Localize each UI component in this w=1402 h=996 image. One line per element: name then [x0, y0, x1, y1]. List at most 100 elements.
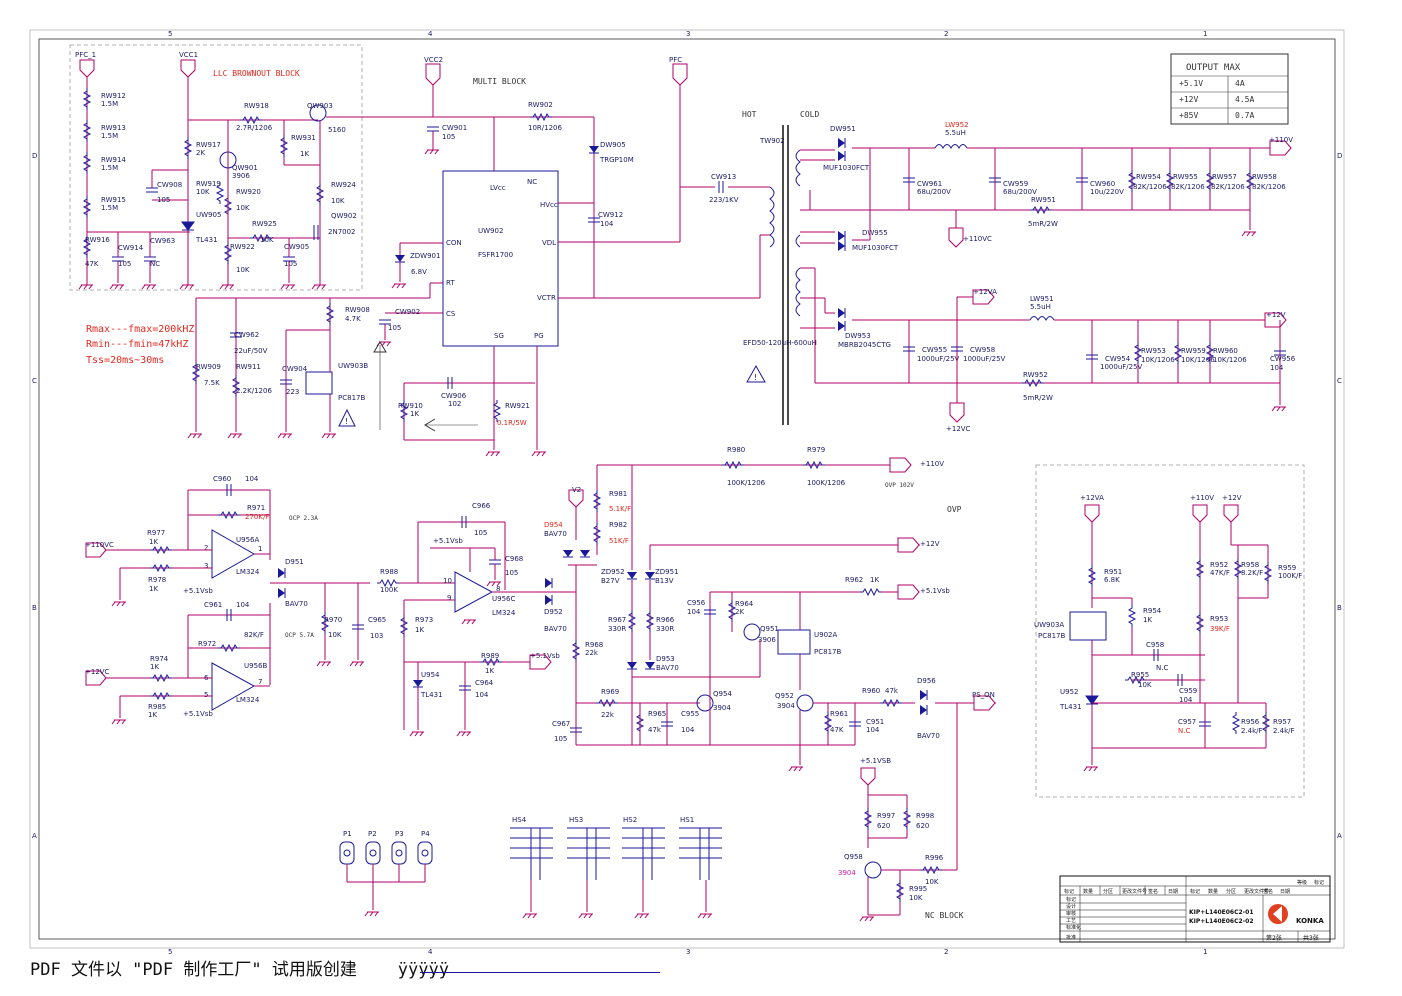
svg-text:ZDW901: ZDW901: [410, 252, 440, 260]
svg-text:100K/1206: 100K/1206: [807, 479, 846, 487]
svg-text:+12V: +12V: [1266, 311, 1286, 319]
svg-text:CW958: CW958: [970, 346, 995, 354]
svg-text:RW914: RW914: [101, 156, 126, 164]
svg-text:LM324: LM324: [492, 609, 516, 617]
svg-text:3906: 3906: [232, 172, 250, 180]
svg-text:OCP 2.3A: OCP 2.3A: [289, 515, 318, 522]
svg-text:CON: CON: [446, 239, 462, 247]
svg-text:+5.1Vsb: +5.1Vsb: [433, 537, 463, 545]
svg-text:104: 104: [245, 475, 259, 483]
svg-text:VDL: VDL: [542, 239, 556, 247]
svg-text:10K: 10K: [260, 236, 274, 244]
svg-text:ZD952: ZD952: [601, 568, 625, 576]
svg-text:KIP+L140E06C2-01: KIP+L140E06C2-01: [1189, 909, 1254, 916]
svg-text:2.4k/F: 2.4k/F: [1241, 727, 1263, 735]
svg-text:CW963: CW963: [150, 237, 175, 245]
svg-text:+5.1Vsb: +5.1Vsb: [183, 710, 213, 718]
svg-text:D956: D956: [917, 677, 936, 685]
svg-text:R989: R989: [481, 652, 499, 660]
svg-text:R981: R981: [609, 490, 627, 498]
svg-text:U902A: U902A: [814, 631, 837, 639]
svg-text:Q951: Q951: [760, 625, 779, 633]
svg-text:更改文件号: 更改文件号: [1244, 888, 1269, 895]
uw902-ic: [442, 170, 559, 347]
svg-text:BAV70: BAV70: [656, 664, 679, 672]
svg-text:PS_ON: PS_ON: [972, 691, 995, 699]
svg-text:+5.1VSB: +5.1VSB: [860, 757, 891, 765]
svg-text:TRGP10M: TRGP10M: [599, 156, 634, 164]
svg-text:等级: 等级: [1297, 879, 1307, 886]
svg-text:82K/1206: 82K/1206: [1252, 183, 1286, 191]
svg-text:RW924: RW924: [331, 181, 356, 189]
svg-text:B: B: [1337, 604, 1342, 612]
svg-text:22k: 22k: [601, 711, 615, 719]
svg-text:R961: R961: [830, 710, 848, 718]
svg-text:CW914: CW914: [118, 244, 144, 252]
svg-text:LW952: LW952: [945, 121, 969, 129]
svg-text:RW959: RW959: [1181, 347, 1206, 355]
svg-text:4A: 4A: [1235, 79, 1245, 88]
svg-text:RW954: RW954: [1136, 173, 1161, 181]
svg-text:CS: CS: [446, 310, 456, 318]
svg-text:1K: 1K: [870, 576, 879, 584]
svg-text:2K: 2K: [196, 149, 205, 157]
svg-text:R969: R969: [601, 688, 619, 696]
svg-text:5mR/2W: 5mR/2W: [1023, 394, 1053, 402]
svg-text:A: A: [32, 832, 37, 840]
svg-text:R966: R966: [656, 616, 675, 624]
svg-text:MBRB2045CTG: MBRB2045CTG: [838, 341, 891, 349]
svg-text:+85V: +85V: [1179, 111, 1198, 120]
svg-text:PFC_1: PFC_1: [75, 51, 96, 59]
svg-text:R955: R955: [1131, 671, 1149, 679]
svg-text:U956A: U956A: [236, 536, 259, 544]
svg-text:105: 105: [474, 529, 487, 537]
svg-text:R951: R951: [1104, 568, 1122, 576]
svg-text:RW908: RW908: [345, 306, 370, 314]
svg-text:+12VA: +12VA: [1080, 494, 1104, 502]
svg-text:UW903A: UW903A: [1034, 621, 1064, 629]
svg-text:B13V: B13V: [655, 577, 674, 585]
svg-text:1K: 1K: [149, 585, 158, 593]
svg-text:39K/F: 39K/F: [1210, 625, 1230, 633]
svg-text:+5.1Vsb: +5.1Vsb: [920, 587, 950, 595]
footer-link[interactable]: ÿÿÿÿÿ: [397, 960, 449, 980]
svg-text:+5.1V: +5.1V: [1179, 79, 1203, 88]
svg-text:CW959: CW959: [1003, 180, 1028, 188]
svg-text:NC: NC: [527, 178, 537, 186]
svg-text:10K: 10K: [196, 188, 210, 196]
svg-text:A: A: [1337, 832, 1342, 840]
svg-text:5: 5: [168, 30, 172, 38]
svg-text:RW902: RW902: [528, 101, 553, 109]
svg-text:22uF/50V: 22uF/50V: [234, 347, 268, 355]
svg-text:HS1: HS1: [680, 816, 694, 824]
svg-text:RW918: RW918: [244, 102, 269, 110]
svg-text:CW906: CW906: [441, 392, 467, 400]
svg-text:R952: R952: [1210, 561, 1228, 569]
svg-text:+12V: +12V: [920, 540, 940, 548]
svg-text:620: 620: [877, 822, 890, 830]
svg-text:设计: 设计: [1066, 903, 1076, 910]
svg-text:223: 223: [286, 388, 299, 396]
svg-text:C967: C967: [552, 720, 570, 728]
svg-text:3: 3: [686, 30, 690, 38]
feedback-frame: [1035, 464, 1305, 798]
svg-text:第2张: 第2张: [1266, 934, 1282, 942]
svg-text:C: C: [32, 377, 37, 385]
svg-text:RW953: RW953: [1141, 347, 1166, 355]
svg-text:KIP+L140E06C2-02: KIP+L140E06C2-02: [1189, 918, 1254, 925]
svg-text:B27V: B27V: [601, 577, 620, 585]
svg-text:C966: C966: [472, 502, 491, 510]
svg-text:3: 3: [686, 948, 690, 956]
svg-text:签名: 签名: [1263, 888, 1273, 895]
svg-text:1000uF/25V: 1000uF/25V: [917, 355, 960, 363]
svg-text:D953: D953: [656, 655, 675, 663]
svg-text:RT: RT: [446, 279, 455, 287]
svg-text:47K: 47K: [830, 726, 844, 734]
svg-text:C965: C965: [368, 616, 386, 624]
svg-text:QW903: QW903: [307, 102, 333, 110]
svg-text:C955: C955: [681, 710, 699, 718]
svg-text:BAV70: BAV70: [917, 732, 940, 740]
svg-text:R970: R970: [324, 616, 342, 624]
